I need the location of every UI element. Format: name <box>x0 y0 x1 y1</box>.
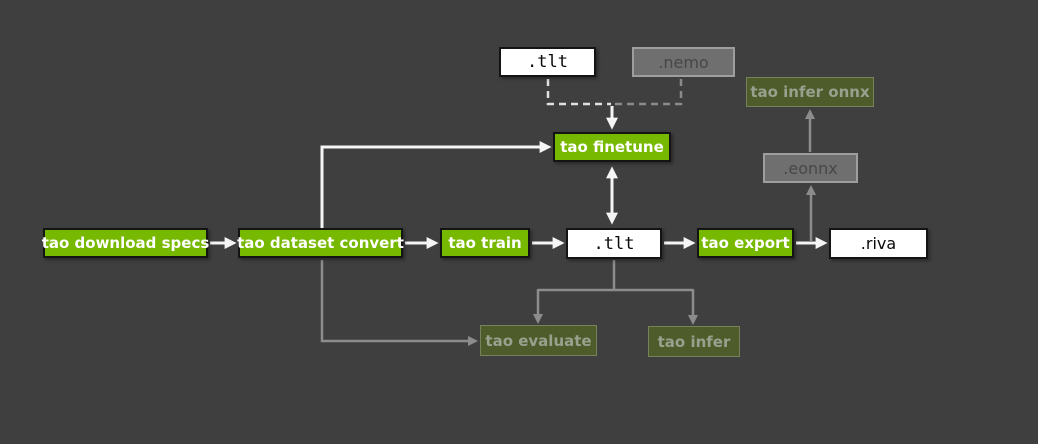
node-tao-download-specs: tao download specs <box>42 228 209 258</box>
node-tlt-file-top: .tlt <box>499 47 596 77</box>
node-tlt-file-mid: .tlt <box>566 228 662 259</box>
node-tao-train: tao train <box>440 228 530 258</box>
node-tao-export: tao export <box>697 228 794 258</box>
node-tao-infer: tao infer <box>648 326 740 357</box>
node-tao-finetune: tao finetune <box>553 132 671 162</box>
node-tao-evaluate: tao evaluate <box>480 325 597 356</box>
node-nemo-file: .nemo <box>632 47 735 77</box>
gray-arrows <box>320 109 816 346</box>
node-riva-file: .riva <box>829 228 928 259</box>
dashed-links <box>546 79 683 106</box>
node-eonnx-file: .eonnx <box>763 153 858 183</box>
node-tao-infer-onnx: tao infer onnx <box>746 77 874 107</box>
white-arrows <box>210 106 828 249</box>
node-tao-dataset-convert: tao dataset convert <box>237 228 404 258</box>
